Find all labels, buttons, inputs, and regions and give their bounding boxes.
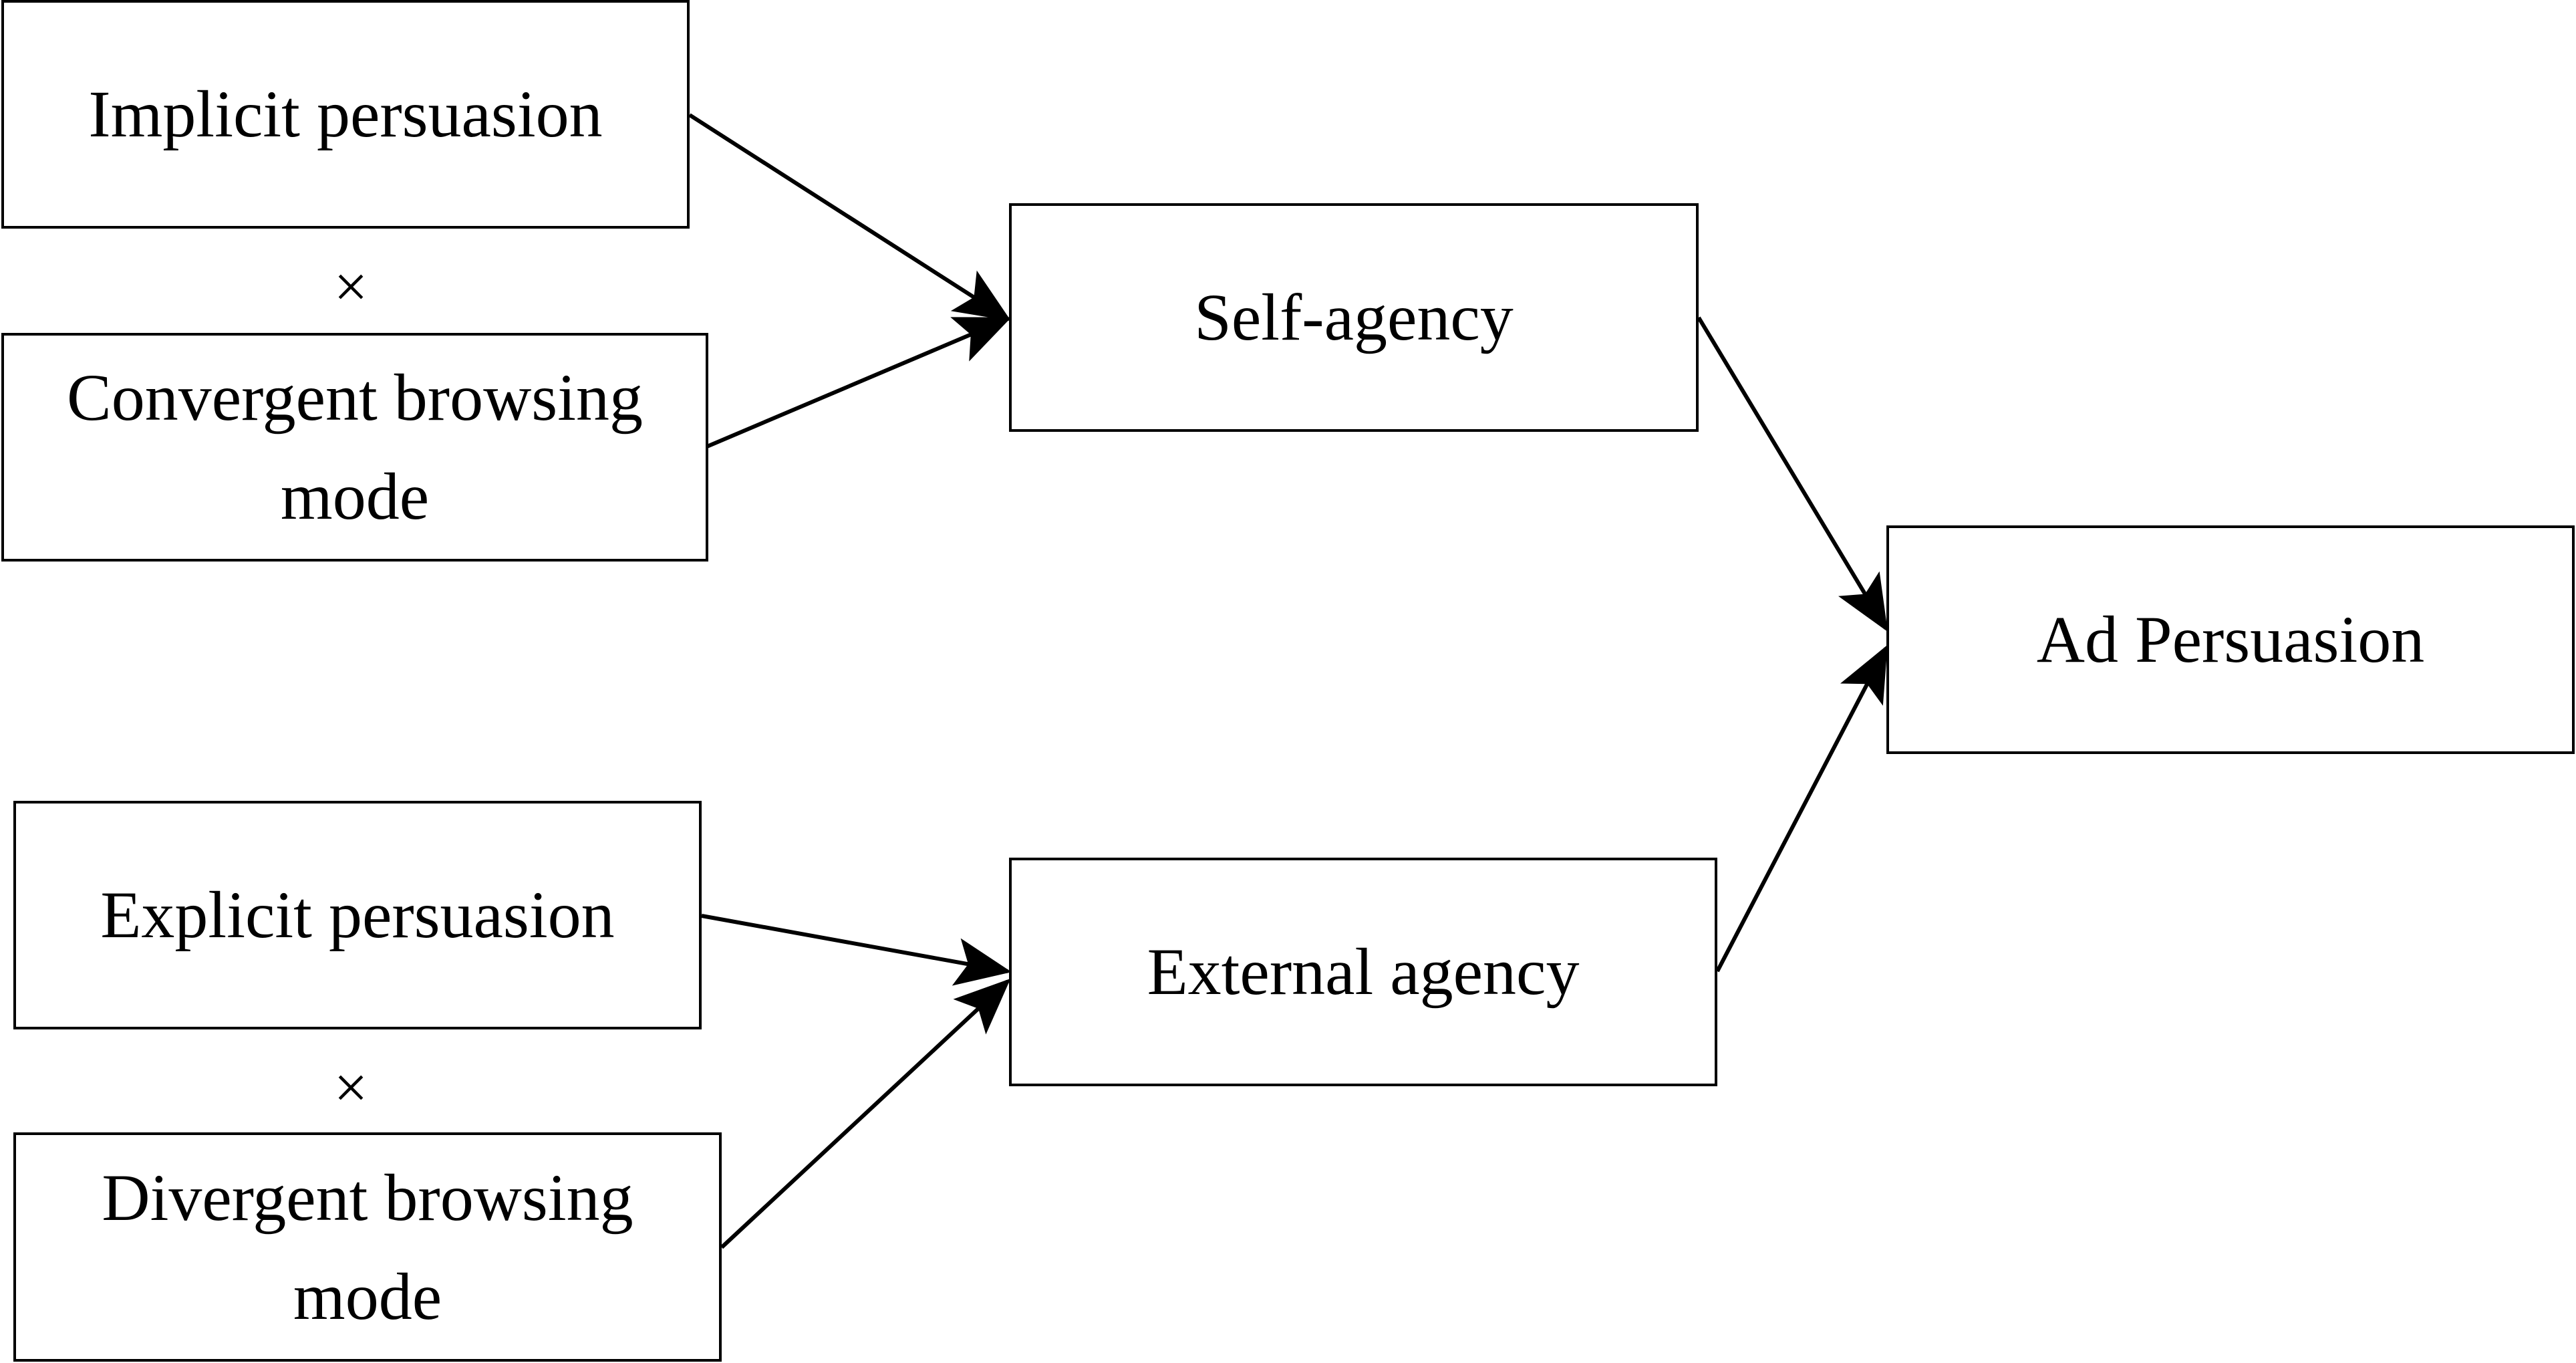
arrow-external-agency-to-ad-persuasion — [1715, 644, 1888, 973]
divergent-browsing-mode-label: Divergent browsing mode — [102, 1160, 633, 1334]
convergent-browsing-mode-box: Convergent browsing mode — [1, 333, 708, 562]
external-agency-label: External agency — [1147, 935, 1580, 1009]
divergent-browsing-mode-box: Divergent browsing mode — [13, 1132, 722, 1362]
explicit-persuasion-label: Explicit persuasion — [100, 878, 615, 952]
arrow-convergent-to-self-agency — [706, 317, 1012, 449]
ad-persuasion-label: Ad Persuasion — [2036, 602, 2425, 676]
interaction-symbol-top: × — [333, 254, 368, 320]
ad-persuasion-box: Ad Persuasion — [1886, 525, 2575, 754]
convergent-browsing-mode-label: Convergent browsing mode — [67, 360, 643, 533]
arrow-implicit-to-self-agency — [688, 113, 1012, 322]
self-agency-box: Self-agency — [1009, 203, 1699, 432]
arrow-explicit-to-external-agency — [701, 914, 1012, 986]
self-agency-label: Self-agency — [1194, 280, 1514, 354]
interaction-symbol-bottom: × — [333, 1055, 368, 1121]
explicit-persuasion-box: Explicit persuasion — [13, 801, 702, 1029]
external-agency-box: External agency — [1009, 858, 1717, 1086]
implicit-persuasion-box: Implicit persuasion — [1, 0, 690, 229]
arrow-self-agency-to-ad-persuasion — [1697, 316, 1888, 632]
arrow-divergent-to-external-agency — [720, 978, 1011, 1249]
implicit-persuasion-label: Implicit persuasion — [88, 77, 603, 151]
